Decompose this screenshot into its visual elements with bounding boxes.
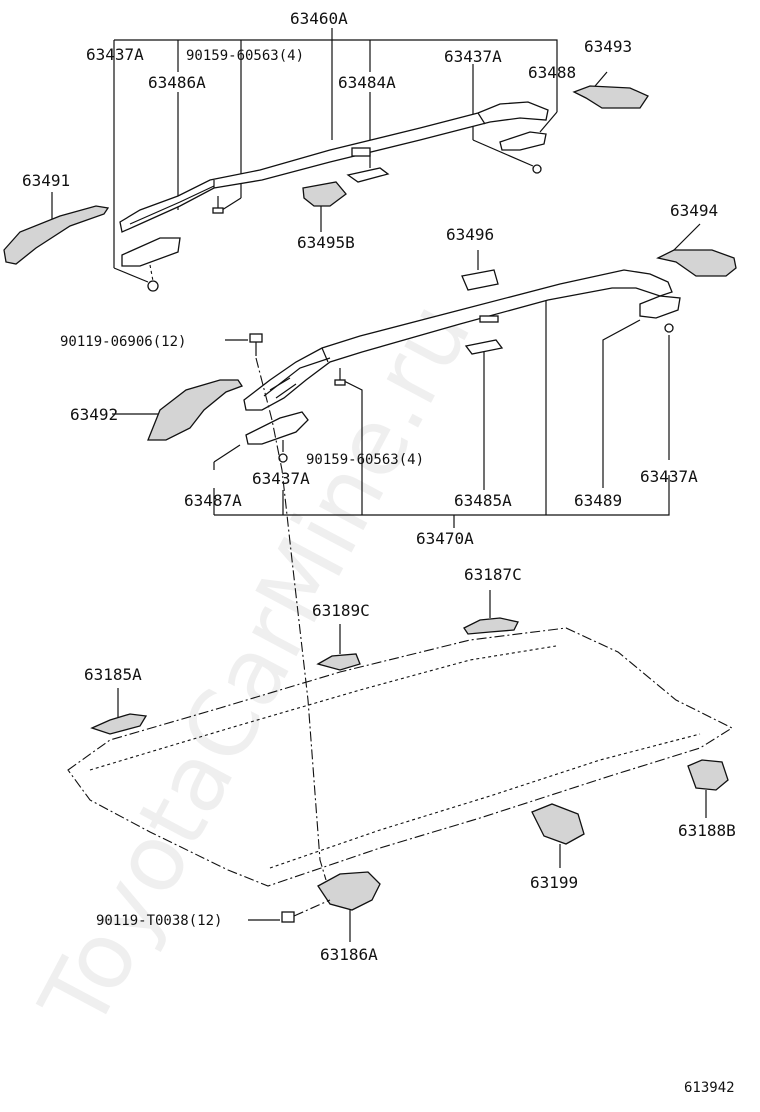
part-63495B [302, 181, 347, 207]
part-63486A [121, 237, 181, 267]
part-63496 [461, 269, 499, 291]
roof-panel [67, 627, 734, 887]
part-90159-mid-bolt [334, 368, 346, 386]
part-90119-06906-screw [249, 333, 263, 356]
part-63493 [572, 85, 649, 109]
part-63485A-clip [479, 315, 499, 323]
top-roof-rail [119, 101, 549, 233]
label-63495B: 63495B [297, 233, 355, 252]
part-63487A [245, 411, 309, 445]
part-63489 [639, 295, 681, 319]
figure-id: 613942 [684, 1080, 735, 1096]
label-90159-top: 90159-60563(4) [186, 48, 304, 64]
label-63187C: 63187C [464, 565, 522, 584]
part-63189C [316, 624, 361, 671]
part-63199 [531, 803, 585, 868]
label-63460A: 63460A [290, 9, 348, 28]
label-63188B: 63188B [678, 821, 736, 840]
label-63437A-top-right: 63437A [444, 47, 502, 66]
label-63489: 63489 [574, 491, 622, 510]
label-63199: 63199 [530, 873, 578, 892]
part-63186A [317, 871, 381, 942]
alignment-guide-line [255, 357, 327, 881]
label-63494: 63494 [670, 201, 718, 220]
part-63185A [90, 688, 148, 735]
part-63494 [656, 249, 737, 277]
label-63437A-center: 63437A [252, 469, 310, 488]
label-63493: 63493 [584, 37, 632, 56]
label-63185A: 63185A [84, 665, 142, 684]
label-63492: 63492 [70, 405, 118, 424]
label-63485A: 63485A [454, 491, 512, 510]
label-90159-mid: 90159-60563(4) [306, 452, 424, 468]
label-90119-T0038: 90119-T0038(12) [96, 913, 222, 929]
part-63437A-left-nut [147, 280, 159, 292]
part-63491 [3, 205, 110, 265]
middle-assembly-leader-lines [112, 223, 701, 528]
label-63496: 63496 [446, 225, 494, 244]
part-labels: 63460A 63437A 90159-60563(4) 63437A 6349… [22, 9, 736, 1096]
part-63187C [463, 590, 519, 635]
label-63486A: 63486A [148, 73, 206, 92]
label-63488: 63488 [528, 63, 576, 82]
part-90159-top-bolt [212, 196, 224, 214]
part-63437A-right-nut [532, 164, 542, 174]
label-63437A-top-left: 63437A [86, 45, 144, 64]
part-63484A [346, 167, 390, 183]
label-63470A: 63470A [416, 529, 474, 548]
label-63437A-right: 63437A [640, 467, 698, 486]
label-63487A: 63487A [184, 491, 242, 510]
label-90119-06906: 90119-06906(12) [60, 334, 186, 350]
label-63189C: 63189C [312, 601, 370, 620]
part-63485A [464, 339, 504, 355]
part-63492 [147, 379, 243, 441]
part-63484A-clip [351, 147, 371, 157]
part-90119-T0038-screw [248, 899, 331, 923]
label-63186A: 63186A [320, 945, 378, 964]
label-63484A: 63484A [338, 73, 396, 92]
part-63437A-right-mid-nut [664, 323, 674, 333]
label-63491: 63491 [22, 171, 70, 190]
part-63488 [499, 131, 547, 151]
part-63437A-center-nut [278, 440, 288, 463]
part-63188B [687, 759, 729, 818]
